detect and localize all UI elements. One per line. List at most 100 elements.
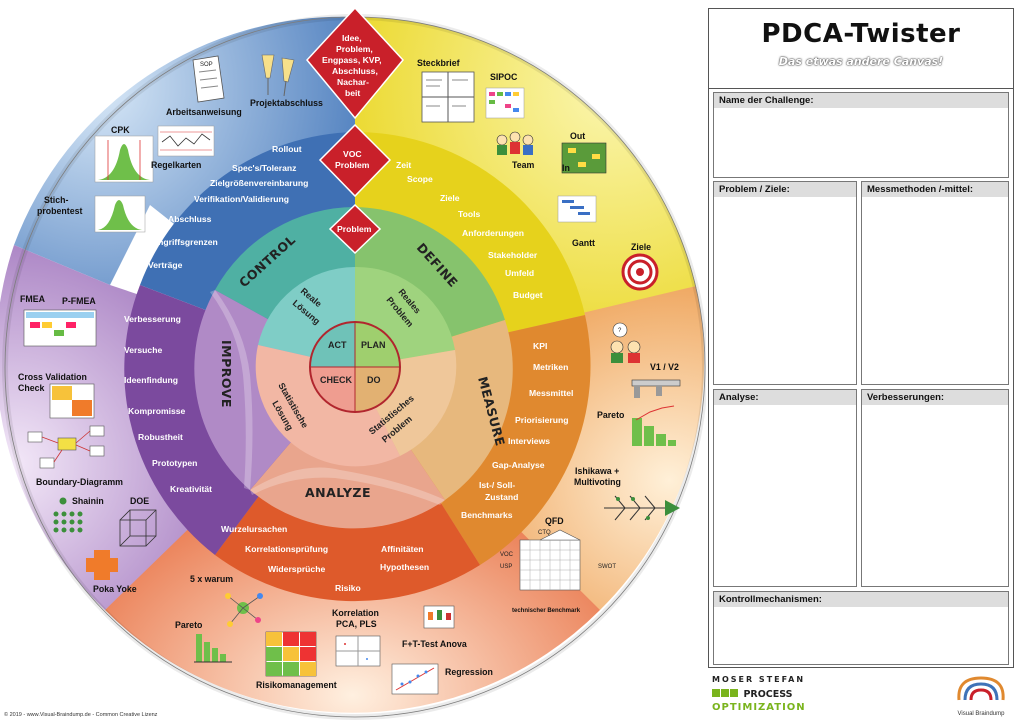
analyse-box[interactable]: Analyse: [713,389,857,587]
cross-label-2: Check [18,383,45,393]
analyse-label: Analyse: [714,390,856,405]
core-check: CHECK [320,375,353,385]
mess-label: Messmethoden /-mittel: [862,182,1008,197]
shainin-label: Shainin [72,496,104,506]
network-icon [225,593,263,627]
svg-text:Verifikation/Validierung: Verifikation/Validierung [194,194,289,204]
in-label: In [562,163,570,173]
mess-box[interactable]: Messmethoden /-mittel: [861,181,1009,385]
core-do: DO [367,375,381,385]
cpk-label: CPK [111,125,130,135]
moser-logo: MOSER STEFAN PROCESS OPTIMIZATION [712,675,832,720]
champagne-icon [261,54,295,97]
fishbone-icon [604,495,680,521]
pdca-svg: ACT PLAN CHECK DO Reale Lösung Reales Pr… [0,6,706,720]
risiko-label: Risikomanagement [256,680,337,690]
diamond-top: Idee, Problem, Engpass, KVP, Abschluss, … [306,6,404,120]
svg-text:Engpass, KVP,: Engpass, KVP, [322,55,382,65]
stich-label-1: Stich- [44,195,69,205]
out-label: Out [570,131,585,141]
regression-icon [391,663,439,695]
regelkarten-label: Regelkarten [151,160,201,170]
doe-label: DOE [130,496,149,506]
v1v2-label: V1 / V2 [650,362,679,372]
caliper-icon [631,379,681,398]
pareto-right-label: Pareto [597,410,625,420]
v1v2-icon: ? [610,322,641,363]
svg-text:KPI: KPI [533,341,547,351]
svg-text:Gap-Analyse: Gap-Analyse [492,460,545,470]
svg-text:Interviews: Interviews [508,436,550,446]
ziele-label: Ziele [631,242,651,252]
qfd-label: QFD [545,516,564,526]
problem-box[interactable]: Problem / Ziele: [713,181,857,385]
vb-text: Visual Braindump [957,711,1005,717]
fmea-icon [23,309,97,347]
team-icon [496,131,534,155]
stich-label-2: probentest [37,206,83,216]
control-items: Rollout Spec's/Toleranz Zielgrößenverein… [148,144,308,270]
svg-text:Versuche: Versuche [124,345,162,355]
svg-text:USP: USP [500,564,512,570]
svg-text:VOC: VOC [343,149,362,159]
braindump-icon [957,676,1005,701]
boundary-label: Boundary-Diagramm [36,477,123,487]
shainin-icon [53,497,83,533]
canvas-panel: PDCA-Twister Das etwas andere Canvas! Na… [708,8,1014,668]
challenge-label: Name der Challenge: [714,93,1008,108]
regression-label: Regression [445,667,493,677]
kontroll-label: Kontrollmechanismen: [714,592,1008,607]
cross-check-icon [49,383,95,419]
svg-text:Korrelationsprüfung: Korrelationsprüfung [245,544,328,554]
svg-text:Verträge: Verträge [148,260,183,270]
svg-text:Problem: Problem [337,224,372,234]
svg-text:Umfeld: Umfeld [505,268,534,278]
visual-braindump-logo: Visual Braindump [948,672,1014,722]
risk-matrix-icon [265,631,317,677]
svg-text:Idee,: Idee, [342,33,362,43]
svg-text:Prototypen: Prototypen [152,458,197,468]
svg-text:Rollout: Rollout [272,144,302,154]
pokayoke-icon [86,550,118,580]
footer-copyright: © 2019 - www.Visual-Braindump.de - Commo… [4,712,158,718]
svg-text:Benchmarks: Benchmarks [461,510,513,520]
ishikawa-label-2: Multivoting [574,477,621,487]
svg-text:Kompromisse: Kompromisse [128,406,186,416]
pareto-right-icon [632,405,676,446]
cross-label-1: Cross Validation [18,372,87,382]
svg-text:Nachar-: Nachar- [337,77,369,87]
svg-text:Scope: Scope [407,174,433,184]
ftest-label: F+T-Test Anova [402,639,467,649]
challenge-box[interactable]: Name der Challenge: [713,92,1009,178]
analyze-items: Wurzelursachen Korrelationsprüfung Affin… [221,524,429,593]
correlation-icon [335,635,381,667]
svg-text:?: ? [618,328,622,334]
svg-text:SOP: SOP [200,62,213,68]
improve-items: Verbesserung Versuche Ideenfindung Kompr… [124,314,212,494]
verbesserungen-box[interactable]: Verbesserungen: [861,389,1009,587]
fmea-label: FMEA [20,294,46,304]
svg-text:CTQ: CTQ [538,530,551,536]
svg-text:beit: beit [345,88,360,98]
logo-line-2: PROCESS [743,689,793,700]
svg-text:Messmittel: Messmittel [529,388,573,398]
diamond-problem: Problem [328,203,382,255]
svg-text:Problem,: Problem, [336,44,373,54]
steckbrief-icon [421,71,475,123]
core-plan: PLAN [361,340,386,350]
kontroll-box[interactable]: Kontrollmechanismen: [713,591,1009,665]
svg-text:Zustand: Zustand [485,492,518,502]
svg-text:Risiko: Risiko [335,583,361,593]
logo-line-1: MOSER STEFAN [712,675,806,684]
svg-text:Anforderungen: Anforderungen [462,228,524,238]
define-items: Zeit Scope Ziele Tools Anforderungen Sta… [396,160,543,300]
phase-analyze: ANALYZE [305,485,371,500]
problem-label: Problem / Ziele: [714,182,856,197]
svg-text:Priorisierung: Priorisierung [515,415,568,425]
phase-improve: IMPROVE [219,340,234,408]
steckbrief-label: Steckbrief [417,58,460,68]
svg-text:Ziele: Ziele [440,193,460,203]
svg-text:Affinitäten: Affinitäten [381,544,424,554]
target-icon [621,253,659,291]
svg-text:Problem: Problem [335,160,370,170]
